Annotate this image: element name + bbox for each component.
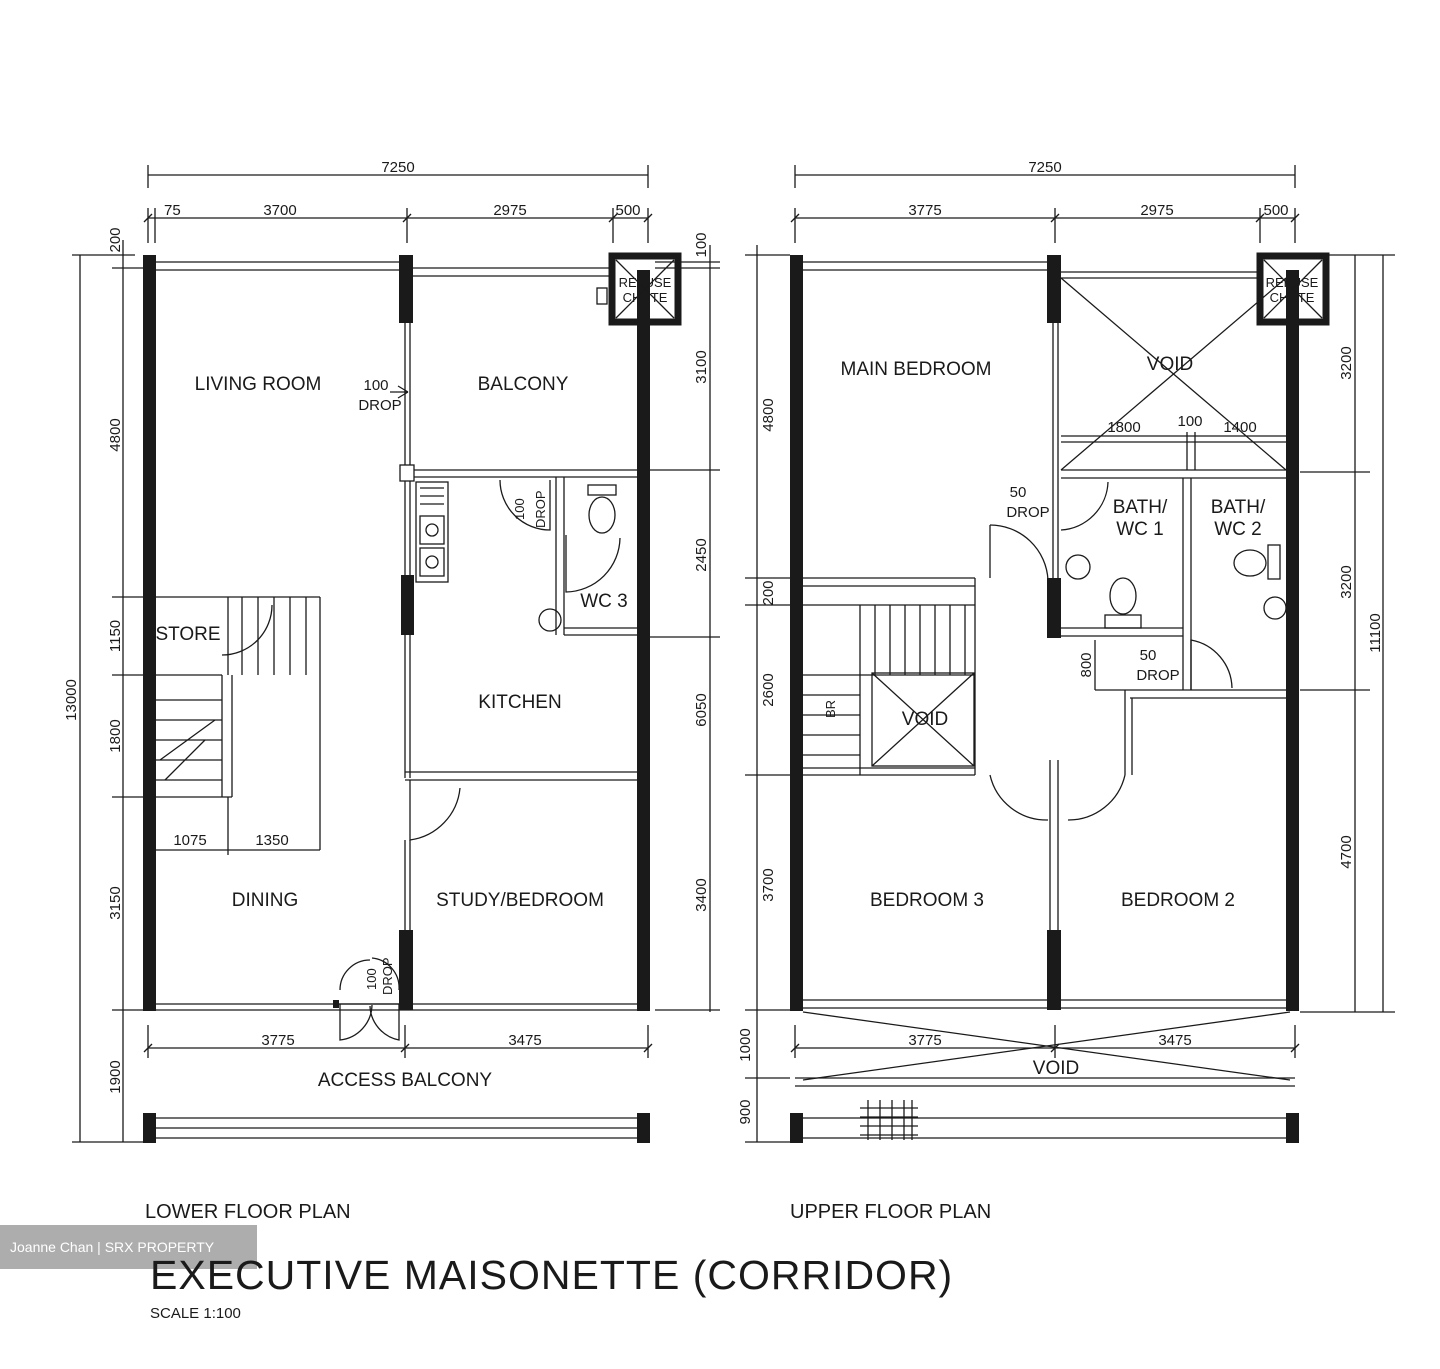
bath-drop-value: 50	[1140, 647, 1157, 664]
lower-dim-right-c: 2450	[693, 538, 710, 571]
main-drop-value: 50	[1010, 484, 1027, 501]
entry-drop-value: 100	[364, 968, 379, 990]
upper-dim-right-total: 11100	[1367, 613, 1384, 653]
upper-floor-caption: UPPER FLOOR PLAN	[790, 1201, 991, 1223]
lower-dim-top-a: 75	[164, 202, 181, 219]
upper-dim-top-b: 2975	[1140, 202, 1173, 219]
living-drop-value: 100	[363, 377, 388, 394]
room-bath2-line1: BATH/	[1211, 497, 1266, 518]
plan-title: EXECUTIVE MAISONETTE (CORRIDOR)	[150, 1252, 954, 1298]
lower-dim-left-f: 1900	[107, 1060, 124, 1093]
room-dining: DINING	[232, 890, 299, 911]
room-bath2-line2: WC 2	[1214, 519, 1262, 540]
room-store: STORE	[155, 624, 220, 645]
lower-floor-caption: LOWER FLOOR PLAN	[145, 1201, 351, 1223]
kitchen-drop-value: 100	[512, 498, 527, 520]
lower-floor-plan	[72, 165, 720, 1143]
upper-dim-right-c: 4700	[1338, 835, 1355, 868]
lower-dim-left-a: 200	[107, 227, 124, 252]
lower-dim-top-c: 2975	[493, 202, 526, 219]
upper-dim-left-b: 200	[760, 580, 777, 605]
lower-dim-right-a: 100	[693, 232, 710, 257]
bath-drop-label: DROP	[1136, 667, 1179, 684]
lower-dim-bot-b: 3475	[508, 1032, 541, 1049]
room-study: STUDY/BEDROOM	[436, 890, 604, 911]
lower-dim-left-d: 1800	[107, 719, 124, 752]
lower-dim-bot-a: 3775	[261, 1032, 294, 1049]
lower-dim-right-d: 6050	[693, 693, 710, 726]
void-bottom-label: VOID	[1033, 1058, 1079, 1079]
upper-dim-top-total: 7250	[1028, 159, 1061, 176]
room-access-balcony: ACCESS BALCONY	[318, 1070, 493, 1091]
lower-dim-right-e: 3400	[693, 878, 710, 911]
room-balcony: BALCONY	[478, 374, 569, 395]
upper-dim-left-c: 2600	[760, 673, 777, 706]
lower-dim-left-c: 1150	[107, 620, 124, 652]
main-drop-label: DROP	[1006, 504, 1049, 521]
plan-scale: SCALE 1:100	[150, 1305, 241, 1322]
lower-dim-left-total: 13000	[63, 679, 80, 721]
lower-dim-top-b: 3700	[263, 202, 296, 219]
lower-dim-right-b: 3100	[693, 350, 710, 383]
upper-floor-plan	[745, 165, 1395, 1143]
room-bath1-line1: BATH/	[1113, 497, 1168, 518]
upper-dim-inner: 800	[1078, 652, 1095, 677]
lower-dim-top-d: 500	[615, 202, 640, 219]
lower-dim-int-b: 1350	[255, 832, 288, 849]
void-top-label: VOID	[1147, 354, 1193, 375]
living-drop-label: DROP	[358, 397, 401, 414]
room-bedroom3: BEDROOM 3	[870, 890, 984, 911]
upper-void-dim-b: 100	[1177, 413, 1202, 430]
lower-floor-labels: 7250 75 3700 2975 500 LIVING ROOM BALCON…	[63, 159, 710, 1223]
lower-dim-left-e: 3150	[107, 886, 124, 919]
watermark-credit: Joanne Chan | SRX PROPERTY	[0, 1225, 257, 1269]
lower-dim-top-total: 7250	[381, 159, 414, 176]
upper-void-dim-a: 1800	[1107, 419, 1140, 436]
room-living: LIVING ROOM	[195, 374, 322, 395]
upper-dim-top-a: 3775	[908, 202, 941, 219]
upper-dim-left-e: 1000	[737, 1028, 754, 1061]
room-wc3: WC 3	[580, 591, 628, 612]
upper-dim-bot-b: 3475	[1158, 1032, 1191, 1049]
entry-drop-label: DROP	[380, 957, 395, 995]
upper-floor-labels: 7250 3775 2975 500 MAIN BEDROOM VOID 180…	[737, 159, 1384, 1223]
upper-dim-left-d: 3700	[760, 868, 777, 901]
lower-dim-int-a: 1075	[173, 832, 206, 849]
upper-dim-right-b: 3200	[1338, 565, 1355, 598]
void-mid-label: VOID	[902, 709, 948, 730]
upper-br-label: BR	[823, 700, 838, 718]
upper-chute-label: CHUTE	[1270, 290, 1315, 305]
upper-dim-top-c: 500	[1263, 202, 1288, 219]
upper-void-dim-c: 1400	[1223, 419, 1256, 436]
lower-dim-left-b: 4800	[107, 418, 124, 451]
room-kitchen: KITCHEN	[478, 692, 561, 713]
kitchen-drop-label: DROP	[533, 490, 548, 528]
room-main-bedroom: MAIN BEDROOM	[841, 359, 992, 380]
upper-dim-bot-a: 3775	[908, 1032, 941, 1049]
upper-dim-left-a: 4800	[760, 398, 777, 431]
room-bath1-line2: WC 1	[1116, 519, 1164, 540]
lower-refuse-label: REFUSE	[619, 275, 672, 290]
upper-dim-right-a: 3200	[1338, 346, 1355, 379]
room-bedroom2: BEDROOM 2	[1121, 890, 1235, 911]
upper-dim-left-f: 900	[737, 1099, 754, 1124]
lower-chute-label-text: CHUTE	[623, 290, 668, 305]
upper-refuse-label: REFUSE	[1266, 275, 1319, 290]
